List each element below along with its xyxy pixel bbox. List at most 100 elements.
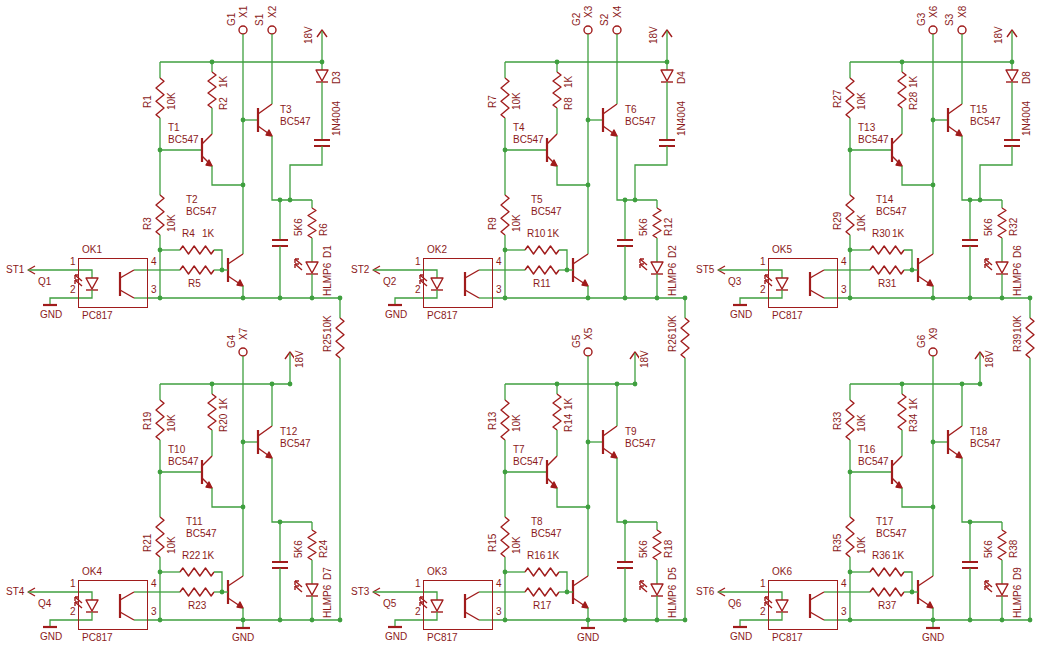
resistor-symbol — [525, 568, 559, 576]
transistor-symbol — [948, 448, 962, 458]
component-label: R11 — [533, 278, 551, 290]
wire — [850, 249, 870, 250]
resistor-symbol — [846, 517, 854, 557]
wire — [78, 612, 92, 620]
component-label: 5K6 — [293, 218, 305, 236]
junction-dot — [158, 470, 163, 475]
wire — [979, 353, 980, 384]
component-label: T18 — [970, 426, 987, 438]
junction-dot — [338, 296, 343, 301]
wire — [243, 119, 258, 120]
wire — [740, 620, 768, 626]
wire — [656, 274, 657, 298]
wire — [904, 591, 918, 592]
transistor-symbol — [947, 430, 949, 454]
wire — [311, 522, 312, 530]
wire — [557, 166, 588, 185]
wire — [850, 471, 892, 472]
capacitor-symbol — [617, 561, 633, 563]
wire — [214, 269, 228, 270]
transistor-symbol — [948, 126, 962, 136]
component-label: 2 — [760, 606, 766, 618]
component-label: S1 — [254, 14, 266, 26]
transistor-symbol — [603, 426, 617, 436]
junction-dot — [1000, 296, 1005, 301]
component-label: R26 — [667, 334, 679, 352]
component-label: 1K — [218, 398, 230, 410]
transistor-symbol — [547, 456, 557, 466]
component-label: 1N4004 — [676, 101, 688, 136]
junction-dot — [158, 296, 163, 301]
wire — [279, 200, 280, 240]
component-label: T3 — [280, 104, 292, 116]
wire — [656, 596, 657, 620]
phototransistor-symbol — [810, 612, 824, 620]
capacitor-symbol — [1004, 139, 1020, 141]
component-label: D6 — [1012, 245, 1024, 258]
wire — [134, 269, 148, 270]
wire — [214, 591, 228, 592]
component-label: T6 — [625, 104, 637, 116]
wire — [159, 118, 160, 195]
component-label: T12 — [280, 426, 297, 438]
wire — [373, 591, 423, 592]
wire — [504, 557, 505, 620]
transistor-symbol — [602, 430, 604, 454]
optocoupler-box: OK6PC817 — [768, 566, 840, 644]
wire — [980, 146, 1012, 200]
component-label: G4 — [226, 335, 238, 348]
wire — [134, 591, 148, 592]
transistor-symbol — [573, 254, 588, 264]
wire — [932, 507, 933, 576]
wire — [311, 596, 312, 620]
wire — [493, 269, 525, 270]
capacitor-symbol — [659, 139, 675, 141]
transistor-symbol — [947, 108, 949, 132]
component-label: BC547 — [858, 456, 889, 468]
junction-dot — [555, 382, 560, 387]
wire — [624, 522, 625, 562]
component-label: 1K — [892, 550, 904, 562]
wire — [902, 166, 933, 185]
terminal-symbol — [929, 348, 937, 356]
wire — [824, 269, 838, 270]
component-label: R3 — [142, 217, 154, 230]
component-label: R21 — [142, 534, 154, 552]
wire — [556, 108, 557, 134]
wire — [684, 358, 685, 620]
transistor-arrow — [927, 280, 933, 286]
component-label: 1K — [547, 550, 559, 562]
component-label: BC547 — [970, 116, 1001, 128]
wire — [242, 507, 243, 576]
junction-dot — [978, 198, 983, 203]
wire — [505, 61, 667, 62]
component-label: 3 — [496, 284, 502, 296]
diode-symbol — [316, 70, 328, 81]
led-arrow — [640, 586, 644, 590]
component-label: BC547 — [280, 438, 311, 450]
transistor-symbol — [918, 598, 933, 608]
component-label: D3 — [331, 71, 343, 84]
optocoupler-outline — [768, 580, 838, 630]
phototransistor-symbol — [120, 290, 134, 298]
component-label: R1 — [142, 95, 154, 108]
transistor-symbol — [228, 276, 243, 286]
resistor-symbol — [653, 208, 661, 238]
wire — [849, 384, 850, 400]
wire — [214, 572, 222, 592]
transistor-symbol — [918, 254, 933, 264]
component-label: R27 — [832, 90, 844, 108]
component-label: 10K — [166, 214, 178, 232]
part-name: OK3 — [423, 566, 495, 578]
component-label: 1K — [892, 228, 904, 240]
transistor-arrow — [582, 602, 588, 608]
wire — [504, 235, 505, 298]
wire — [559, 591, 573, 592]
resistor-symbol — [308, 208, 316, 238]
capacitor-symbol — [962, 561, 978, 563]
wire — [148, 269, 180, 270]
resistor-symbol — [846, 195, 854, 235]
component-label: 4 — [496, 256, 502, 268]
component-label: 3 — [496, 606, 502, 618]
phototransistor-symbol — [810, 290, 824, 298]
